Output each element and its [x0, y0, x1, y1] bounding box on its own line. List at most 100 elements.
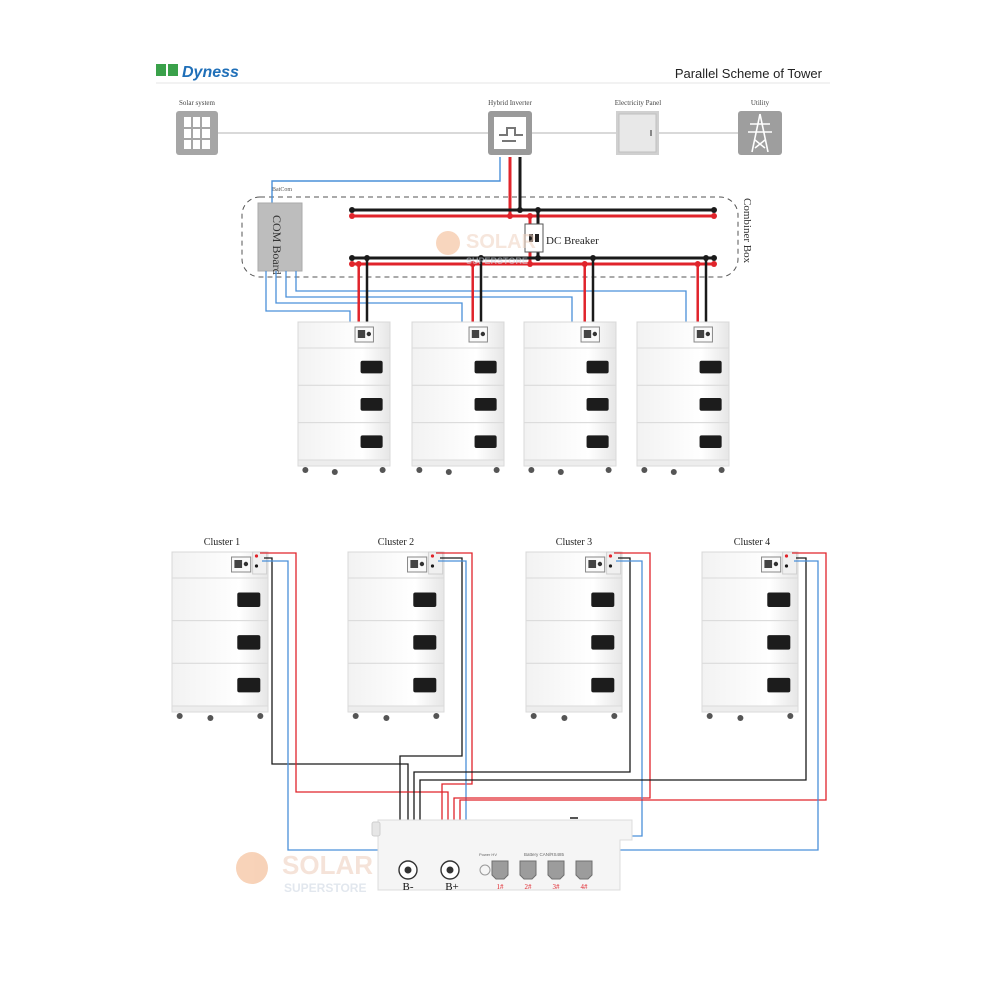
controller-knob: [597, 561, 603, 567]
controller-knob: [366, 331, 372, 337]
bus-ports: 1#2#3#4#: [491, 860, 593, 891]
module-handle: [360, 435, 383, 449]
cluster-label: Cluster 4: [734, 537, 770, 548]
panel-label: Electricity Panel: [615, 99, 662, 107]
cluster-port-panel: [428, 551, 444, 575]
module-handle: [237, 635, 261, 650]
controller-knob: [243, 561, 249, 567]
port-dot-negative: [430, 564, 435, 568]
power-port-label: Power HV: [479, 852, 497, 857]
tower-foot: [257, 713, 264, 719]
bottom-towers: [171, 551, 799, 721]
cluster-label: Cluster 3: [556, 537, 592, 548]
comm-port-label: 2#: [525, 883, 533, 891]
module-handle: [586, 435, 609, 449]
tower-foot: [176, 713, 183, 719]
tower-foot: [557, 469, 564, 475]
dc-breaker-label: DC Breaker: [546, 235, 599, 247]
controller-knob: [419, 561, 425, 567]
busbar-end-dot: [711, 255, 717, 261]
controller-knob: [592, 331, 598, 337]
tower-dc-drops: [349, 207, 717, 324]
cluster-label: Cluster 2: [378, 537, 414, 548]
tower-base: [297, 459, 391, 467]
tower-foot: [493, 467, 500, 473]
port-dot-negative: [254, 564, 259, 568]
module-handle: [767, 592, 791, 608]
tower-foot: [331, 469, 338, 475]
busbar-end-dot: [349, 261, 355, 267]
module-handle: [591, 677, 615, 693]
controller-screen: [471, 330, 480, 338]
battery-tower: [411, 321, 505, 475]
junction-dot: [355, 261, 362, 267]
tower-foot: [737, 715, 744, 721]
comm-port: 1#: [491, 860, 509, 891]
module-handle: [591, 635, 615, 650]
module-handle: [699, 398, 722, 411]
module-handle: [699, 435, 722, 449]
module-handle: [237, 677, 261, 693]
watermark-text: SOLAR: [466, 231, 537, 253]
busbar-end-dot: [711, 207, 717, 213]
busbar-end-dot: [711, 261, 717, 267]
tower-foot: [352, 713, 359, 719]
power-port-icon: [479, 864, 491, 876]
tower-controller: [701, 551, 799, 579]
watermark-top: SOLAR SUPERSTORE: [436, 231, 537, 266]
tower-foot: [641, 467, 648, 473]
battery-tower: [636, 321, 730, 475]
com-board: COM Board: [257, 202, 303, 275]
tower-controller: [347, 551, 445, 579]
comm-port: 4#: [575, 860, 593, 891]
inverter-label: Hybrid Inverter: [488, 99, 532, 107]
module-handle: [413, 635, 437, 650]
tower-base: [636, 459, 730, 467]
cluster-port-panel: [252, 551, 268, 575]
module-handle: [360, 398, 383, 411]
module-handle: [474, 398, 497, 411]
watermark-text: SOLAR: [282, 850, 373, 880]
junction-dot: [694, 261, 701, 267]
module-handle: [237, 592, 261, 608]
junction-dot: [469, 261, 476, 267]
utility-label: Utility: [751, 99, 770, 107]
module-handle: [767, 677, 791, 693]
controller-knob: [480, 331, 486, 337]
battery-tower: [171, 551, 269, 721]
module-handle: [360, 360, 383, 374]
combiner-box-outline: [241, 196, 739, 278]
tower-foot: [787, 713, 794, 719]
tower-controller: [523, 321, 617, 349]
solar-panel-icon: [176, 111, 218, 155]
comm-port-socket: [491, 860, 509, 880]
cluster-port-panel: [782, 551, 798, 575]
junction-dot: [364, 255, 370, 261]
module-handle: [474, 360, 497, 374]
tower-foot: [445, 469, 452, 475]
cluster-label: Cluster 1: [204, 537, 240, 548]
tower-controller: [636, 321, 730, 349]
top-towers: [297, 321, 730, 475]
busbar-end-dot: [349, 213, 355, 219]
junction-dot: [590, 255, 596, 261]
tower-base: [411, 459, 505, 467]
positive-terminal-label: B+: [445, 881, 459, 893]
com-lines: [265, 271, 687, 324]
module-handle: [474, 435, 497, 449]
module-handle: [413, 677, 437, 693]
utility-tower-icon: [738, 111, 782, 155]
module-handle: [767, 635, 791, 650]
controller-screen: [410, 560, 419, 568]
negative-terminal-label: B-: [403, 881, 414, 893]
comm-port-socket: [547, 860, 565, 880]
busbar-end-dot: [349, 207, 355, 213]
page-title: Parallel Scheme of Tower: [675, 66, 823, 81]
port-dot-positive: [254, 554, 259, 558]
dc-breaker: [524, 223, 544, 253]
comm-port-socket: [575, 860, 593, 880]
battery-tower: [347, 551, 445, 721]
cluster-port-panel: [606, 551, 622, 575]
tower-foot: [706, 713, 713, 719]
tower-foot: [605, 467, 612, 473]
